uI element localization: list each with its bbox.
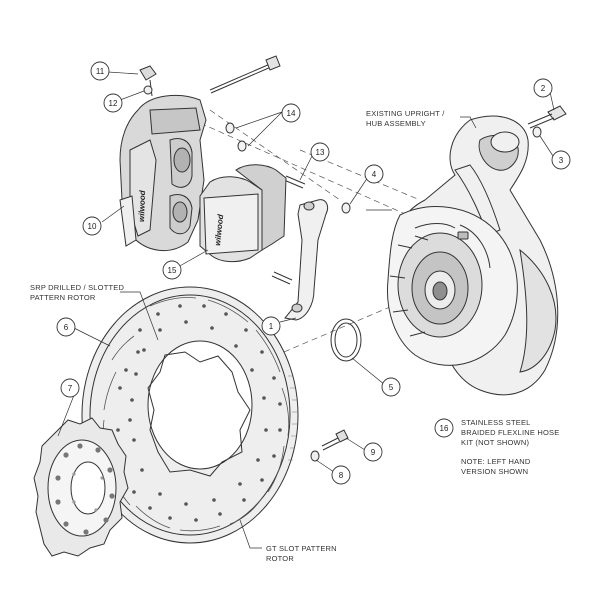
- rotor-6: [81, 286, 299, 544]
- bridge-bolt-14: [209, 55, 281, 152]
- label-gt-rotor: GT SLOT PATTERN ROTOR: [266, 544, 337, 563]
- upright-hub-assembly: [386, 115, 559, 396]
- bolt-2: [527, 105, 567, 129]
- svg-text:SRP DRILLED / SLOTTED: SRP DRILLED / SLOTTED: [30, 283, 124, 292]
- callout-5: 5: [381, 377, 401, 397]
- washer-4: [341, 202, 351, 214]
- callout-9: 9: [363, 442, 383, 462]
- washer-3: [532, 126, 542, 138]
- svg-text:PATTERN ROTOR: PATTERN ROTOR: [30, 293, 96, 302]
- callout-3: 3: [551, 150, 571, 170]
- o-ring-5: [330, 318, 362, 362]
- caliper-logo-text: wilwood: [137, 189, 147, 222]
- svg-text:EXISTING UPRIGHT /: EXISTING UPRIGHT /: [366, 109, 445, 118]
- svg-text:4: 4: [372, 170, 377, 179]
- label-hose-kit: STAINLESS STEEL BRAIDED FLEXLINE HOSE KI…: [461, 418, 559, 447]
- svg-text:VERSION SHOWN: VERSION SHOWN: [461, 467, 528, 476]
- callout-15: 15: [162, 260, 182, 280]
- svg-text:11: 11: [96, 67, 105, 76]
- callout-13: 13: [310, 142, 330, 162]
- svg-text:13: 13: [316, 148, 325, 157]
- svg-text:9: 9: [371, 448, 376, 457]
- callout-2: 2: [533, 78, 553, 98]
- label-note: NOTE: LEFT HAND VERSION SHOWN: [461, 457, 531, 476]
- label-existing-upright: EXISTING UPRIGHT / HUB ASSEMBLY: [366, 109, 445, 128]
- svg-text:3: 3: [559, 156, 564, 165]
- rotor-drill-holes: [114, 304, 282, 522]
- svg-text:6: 6: [64, 323, 69, 332]
- svg-text:8: 8: [339, 471, 344, 480]
- svg-text:HUB ASSEMBLY: HUB ASSEMBLY: [366, 119, 426, 128]
- pad-logo-text: wilwood: [213, 213, 225, 246]
- svg-text:10: 10: [88, 222, 97, 231]
- svg-text:7: 7: [68, 384, 73, 393]
- fitting-11: [139, 65, 157, 81]
- svg-text:GT SLOT PATTERN: GT SLOT PATTERN: [266, 544, 337, 553]
- rotor-hat-7: [33, 417, 129, 557]
- svg-text:1: 1: [269, 322, 274, 331]
- callout-11: 11: [90, 61, 110, 81]
- svg-text:16: 16: [440, 424, 449, 433]
- svg-text:BRAIDED FLEXLINE HOSE: BRAIDED FLEXLINE HOSE: [461, 428, 559, 437]
- svg-text:ROTOR: ROTOR: [266, 554, 294, 563]
- hat-bolt-holes: [55, 443, 115, 535]
- callout-16: 16: [434, 418, 454, 438]
- label-srp-rotor: SRP DRILLED / SLOTTED PATTERN ROTOR: [30, 283, 124, 302]
- callout-4: 4: [364, 164, 384, 184]
- callout-8: 8: [331, 465, 351, 485]
- caliper-10: wilwood: [119, 79, 207, 252]
- callout-14: 14: [281, 103, 301, 123]
- svg-text:14: 14: [287, 109, 296, 118]
- bolt-9: [321, 429, 349, 451]
- callout-1: 1: [261, 316, 281, 336]
- callout-6: 6: [56, 317, 76, 337]
- svg-text:NOTE: LEFT HAND: NOTE: LEFT HAND: [461, 457, 531, 466]
- svg-text:12: 12: [109, 99, 118, 108]
- mounting-bracket-13: [271, 175, 329, 321]
- fitting-12: [143, 85, 153, 95]
- callout-10: 10: [82, 216, 102, 236]
- svg-text:STAINLESS STEEL: STAINLESS STEEL: [461, 418, 531, 427]
- svg-text:KIT (NOT SHOWN): KIT (NOT SHOWN): [461, 438, 529, 447]
- washer-8: [310, 450, 320, 462]
- svg-text:5: 5: [389, 383, 394, 392]
- callout-12: 12: [103, 93, 123, 113]
- brake-pads-15: wilwood: [199, 164, 287, 263]
- svg-text:2: 2: [541, 84, 546, 93]
- callout-7: 7: [60, 378, 80, 398]
- svg-text:15: 15: [168, 266, 177, 275]
- wheel-studs: [389, 235, 429, 337]
